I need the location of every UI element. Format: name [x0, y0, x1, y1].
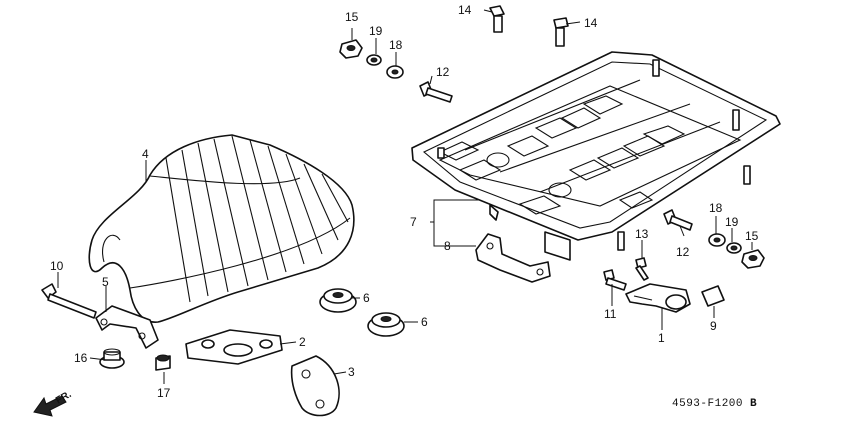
callout-14a: 14 [458, 3, 472, 17]
callout-6b: 6 [421, 315, 428, 329]
callout-5: 5 [102, 275, 109, 289]
front-arrow-icon: FR. [33, 389, 74, 417]
leader-lines [57, 9, 753, 384]
bolt-14b [553, 17, 569, 47]
callout-11: 11 [604, 307, 617, 321]
callout-15a: 15 [345, 10, 359, 24]
bolt-14a [489, 5, 505, 33]
cushion-6a [319, 288, 357, 313]
bolt-12a [419, 81, 453, 103]
callout-17: 17 [157, 386, 171, 400]
nut-17 [155, 354, 171, 371]
cushion-6b [367, 312, 405, 337]
bolt-13 [635, 257, 649, 281]
callout-8: 8 [444, 239, 451, 253]
callout-labels: 4 10 5 16 17 6 6 2 3 7 8 11 13 12 1 9 12… [50, 3, 759, 400]
callout-16: 16 [74, 351, 88, 365]
callout-19b: 19 [725, 215, 739, 229]
nut-15b [741, 249, 765, 269]
callout-1: 1 [658, 331, 665, 345]
washer-18b [708, 233, 726, 247]
callout-12a: 12 [436, 65, 450, 79]
callout-18b: 18 [709, 201, 723, 215]
carrier-rack [411, 51, 781, 261]
stay-8 [475, 233, 551, 283]
cover-3 [290, 355, 340, 417]
flange-nut-16 [99, 348, 125, 369]
callout-3: 3 [348, 365, 355, 379]
label-9 [701, 285, 725, 307]
callout-9: 9 [710, 319, 717, 333]
callout-4: 4 [142, 147, 149, 161]
callout-14b: 14 [584, 16, 598, 30]
callout-6a: 6 [363, 291, 370, 305]
bolt-10 [41, 283, 97, 319]
callout-15b: 15 [745, 229, 759, 243]
front-label: FR. [54, 389, 74, 407]
callout-2: 2 [299, 335, 306, 349]
drawing-code-suffix: B [750, 398, 757, 410]
seat [88, 134, 355, 323]
nut-15a [339, 39, 363, 59]
washer-19a [366, 54, 382, 66]
callout-13: 13 [635, 227, 649, 241]
bolt-11 [603, 269, 627, 291]
drawing-code: 4593-F1200 B [672, 398, 757, 410]
bolt-12b [663, 209, 693, 231]
washer-19b [726, 242, 742, 254]
callout-10: 10 [50, 259, 64, 273]
callout-7: 7 [410, 215, 417, 229]
callout-19a: 19 [369, 24, 383, 38]
washer-18a [386, 65, 404, 79]
drawing-code-text: 4593-F1200 [672, 398, 743, 410]
clamp-1 [625, 283, 691, 313]
callout-18a: 18 [389, 38, 403, 52]
callout-12b: 12 [676, 245, 690, 259]
seat-bracket [95, 305, 159, 349]
plate-2 [185, 329, 283, 365]
